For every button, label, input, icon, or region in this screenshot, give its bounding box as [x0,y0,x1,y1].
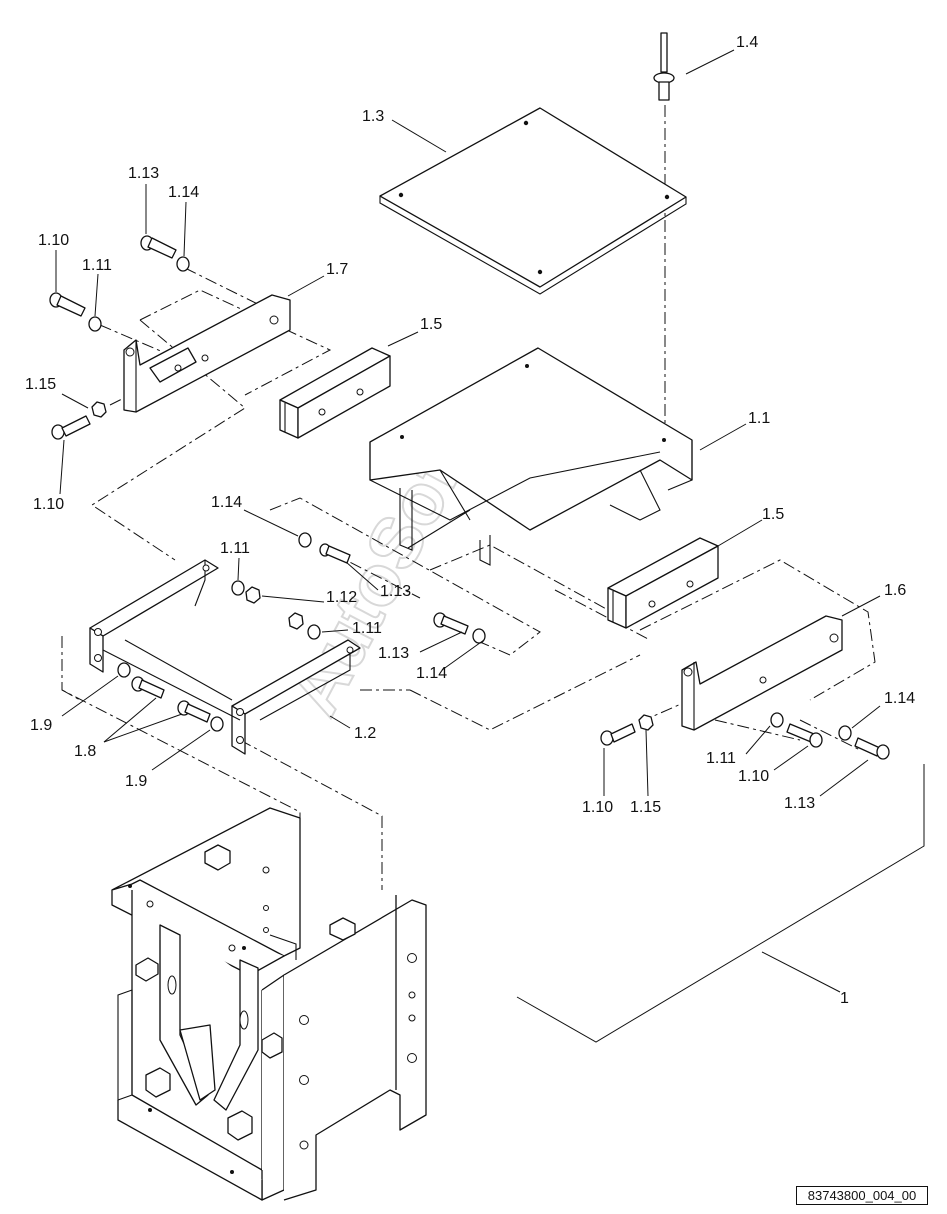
callout-1-10: 1.10 [33,496,64,513]
reference-code: 83743800_004_00 [796,1186,928,1205]
callout-1-13: 1.13 [378,645,409,662]
arm-1-7 [123,294,291,413]
callout-1-14: 1.14 [168,184,199,201]
callout-1-13: 1.13 [380,583,411,600]
callout-1-13: 1.13 [784,795,815,812]
callout-1-6: 1.6 [884,582,906,599]
callout-1-15: 1.15 [25,376,56,393]
callout-1-9: 1.9 [30,717,52,734]
callout-1-8: 1.8 [74,743,96,760]
callout-1-9: 1.9 [125,773,147,790]
callout-1-14: 1.14 [884,690,915,707]
callout-1-12: 1.12 [326,589,357,606]
callout-1-3: 1.3 [362,108,384,125]
plate-1-3 [379,107,687,295]
callout-1-14: 1.14 [416,665,447,682]
callout-1-11: 1.11 [706,750,736,767]
callout-1-11: 1.11 [82,257,112,274]
callout-1-15: 1.15 [630,799,661,816]
frame-1-2 [89,559,361,755]
callout-1: 1 [840,990,849,1007]
callout-1-5: 1.5 [762,506,784,523]
callout-labels: 1.4 1.3 1.13 1.14 1.10 1.11 1.7 1.5 1.15… [25,34,915,1007]
rivet-1-4 [653,32,675,101]
bracket-1-1 [369,347,693,566]
pad-1-5-lower [607,537,719,629]
callout-1-10: 1.10 [582,799,613,816]
arm-1-6 [681,615,843,731]
callout-1-11: 1.11 [352,620,382,637]
callout-1-10: 1.10 [738,768,769,785]
callout-1-11: 1.11 [220,540,250,557]
callout-1-5: 1.5 [420,316,442,333]
leader-lines [55,49,881,993]
callout-1-4: 1.4 [736,34,758,51]
pad-1-5-upper [279,347,391,439]
callout-1-2: 1.2 [354,725,376,742]
callout-1-14: 1.14 [211,494,242,511]
assembly-bracket-1 [516,764,925,1043]
callout-1-1: 1.1 [748,410,770,427]
base-frame [111,807,427,1201]
callout-1-7: 1.7 [326,261,348,278]
fasteners [49,235,890,760]
callout-1-10: 1.10 [38,232,69,249]
callout-1-13: 1.13 [128,165,159,182]
